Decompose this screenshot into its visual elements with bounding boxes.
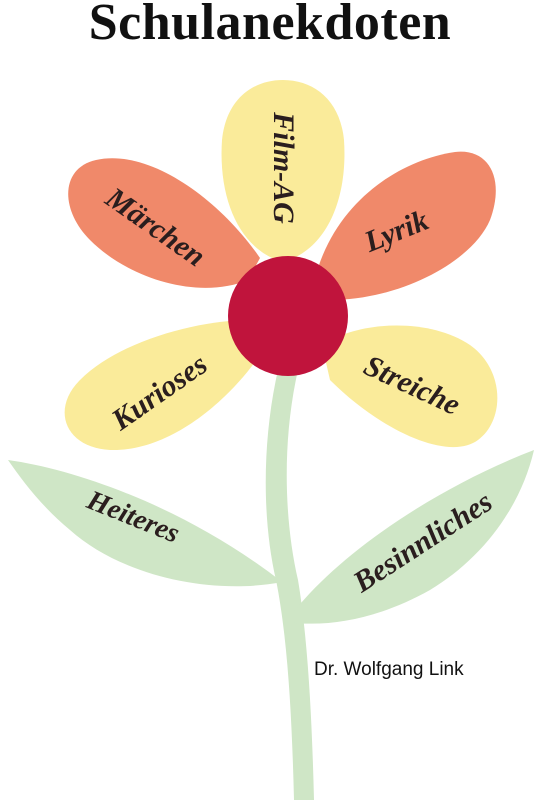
flower-stem [265, 370, 314, 800]
page-title: Schulanekdoten [88, 0, 452, 51]
leaf-right: Besinnliches [286, 450, 534, 624]
petal-top-label: Film-AG [267, 111, 300, 224]
petal-lower-right: Streiche [322, 325, 498, 448]
petal-top: Film-AG [221, 80, 345, 262]
leaf-left: Heiteres [8, 460, 282, 587]
flower-center [228, 256, 348, 376]
petal-lower-left: Kurioses [64, 320, 263, 451]
petal-upper-right: Lyrik [318, 151, 496, 300]
petal-upper-left: Märchen [68, 158, 260, 288]
author-name: Dr. Wolfgang Link [314, 659, 464, 680]
